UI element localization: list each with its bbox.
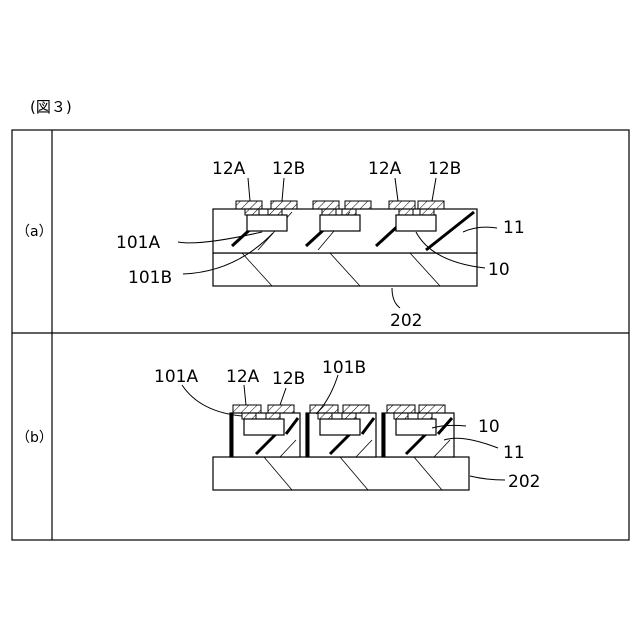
panel-b: 101A 12A 12B 101B 10 11 202 (154, 358, 540, 492)
label-11-b: 11 (503, 443, 525, 463)
label-101a-a: 101A (116, 233, 160, 253)
panel-a: 12A 12B 12A 12B 101A 101B 11 10 202 (116, 159, 525, 331)
chips-a (247, 215, 436, 231)
figure-title: (図３) (30, 98, 72, 116)
label-11-a: 11 (503, 218, 525, 238)
label-101b-b: 101B (322, 358, 366, 378)
label-10-a: 10 (488, 260, 510, 280)
label-101a-b: 101A (154, 367, 198, 387)
label-12b-1: 12B (272, 159, 305, 179)
substrate-202-a (213, 253, 477, 286)
label-10-b: 10 (478, 417, 500, 437)
label-12a-1: 12A (212, 159, 246, 179)
label-202-b: 202 (508, 472, 540, 492)
label-202-a: 202 (390, 311, 422, 331)
label-12b-2: 12B (428, 159, 461, 179)
substrate-202-b (213, 457, 469, 490)
chips-b (244, 419, 436, 435)
row-label-a: （a） (16, 224, 53, 240)
label-12b-b: 12B (272, 369, 305, 389)
label-101b-a: 101B (128, 268, 172, 288)
label-12a-2: 12A (368, 159, 402, 179)
label-12a-b: 12A (226, 367, 260, 387)
row-label-b: （b） (16, 430, 53, 446)
